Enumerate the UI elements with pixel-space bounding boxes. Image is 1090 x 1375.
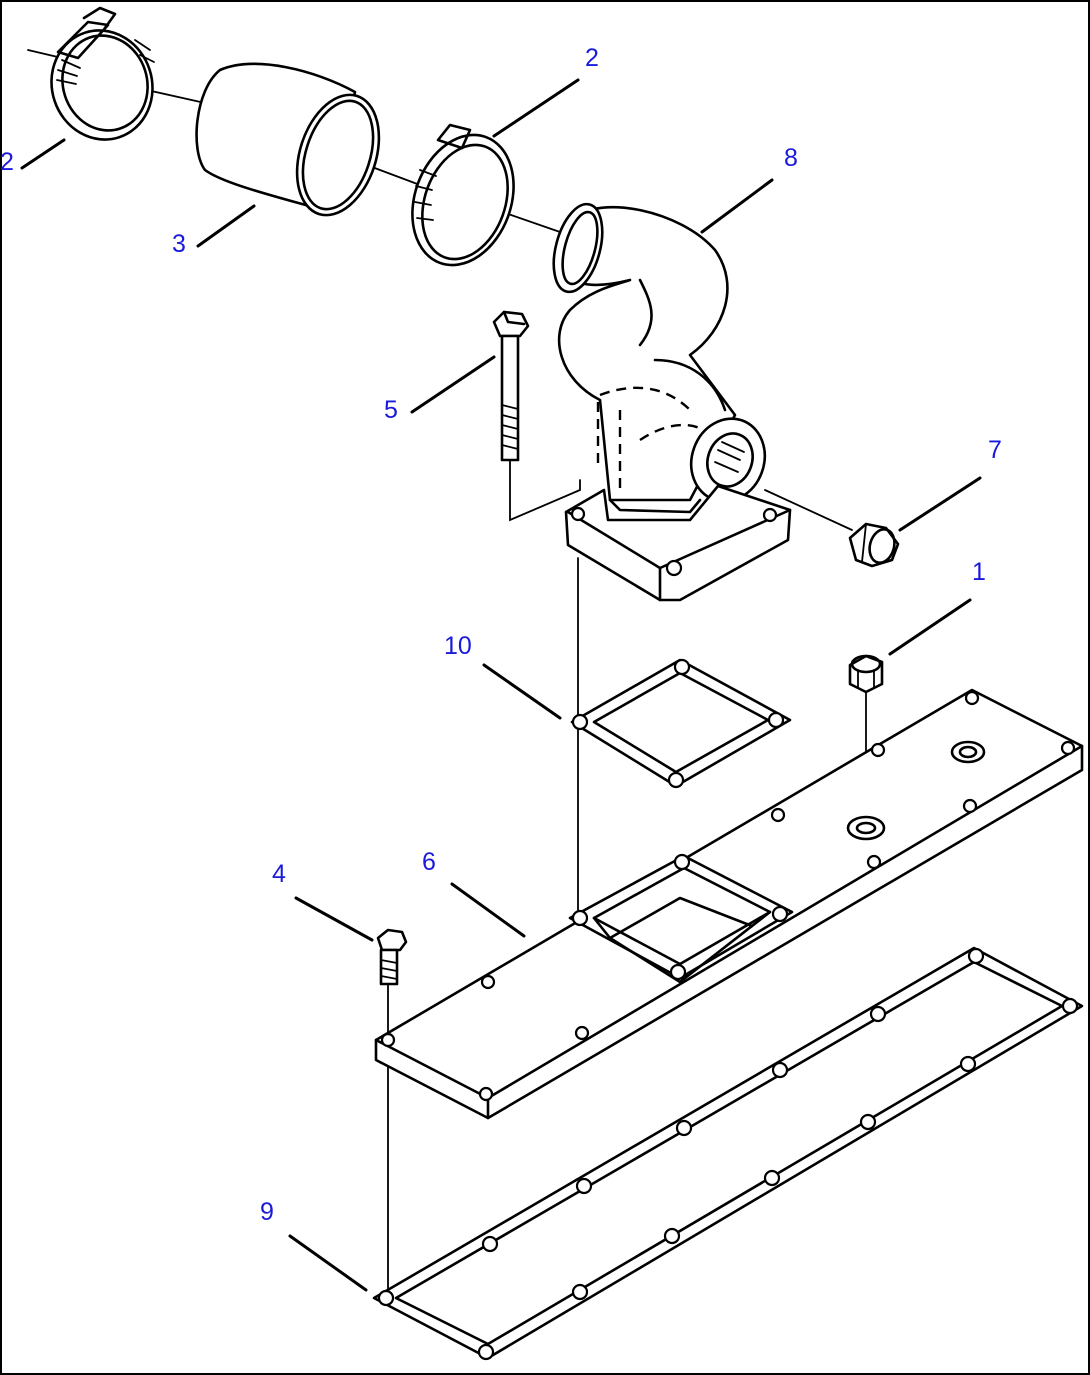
short-bolt — [376, 928, 408, 986]
callout-5: 5 — [384, 396, 398, 424]
hose-clamp-right — [411, 123, 515, 267]
flange-gasket — [570, 658, 792, 789]
callout-7: 7 — [988, 436, 1002, 464]
callout-8: 8 — [784, 144, 798, 172]
callout-1: 1 — [972, 558, 986, 586]
callout-3: 3 — [172, 230, 186, 258]
callout-4: 4 — [272, 860, 286, 888]
callout-9: 9 — [260, 1198, 274, 1226]
callout-2-left: 2 — [0, 148, 14, 176]
rubber-hose — [195, 62, 381, 217]
cover-gasket — [372, 946, 1084, 1361]
outlet-elbow — [552, 202, 792, 602]
callout-6: 6 — [422, 848, 436, 876]
callout-labels: 1 2 2 3 4 5 6 7 8 9 10 — [0, 44, 1002, 1226]
callout-2-right: 2 — [585, 44, 599, 72]
cover-plate — [374, 688, 1084, 1120]
leader-lines — [20, 78, 982, 1292]
plug — [848, 522, 900, 568]
plug-nut — [848, 654, 884, 694]
callout-10: 10 — [444, 632, 472, 660]
hose-clamp-left — [50, 6, 155, 141]
long-bolt — [492, 310, 530, 462]
